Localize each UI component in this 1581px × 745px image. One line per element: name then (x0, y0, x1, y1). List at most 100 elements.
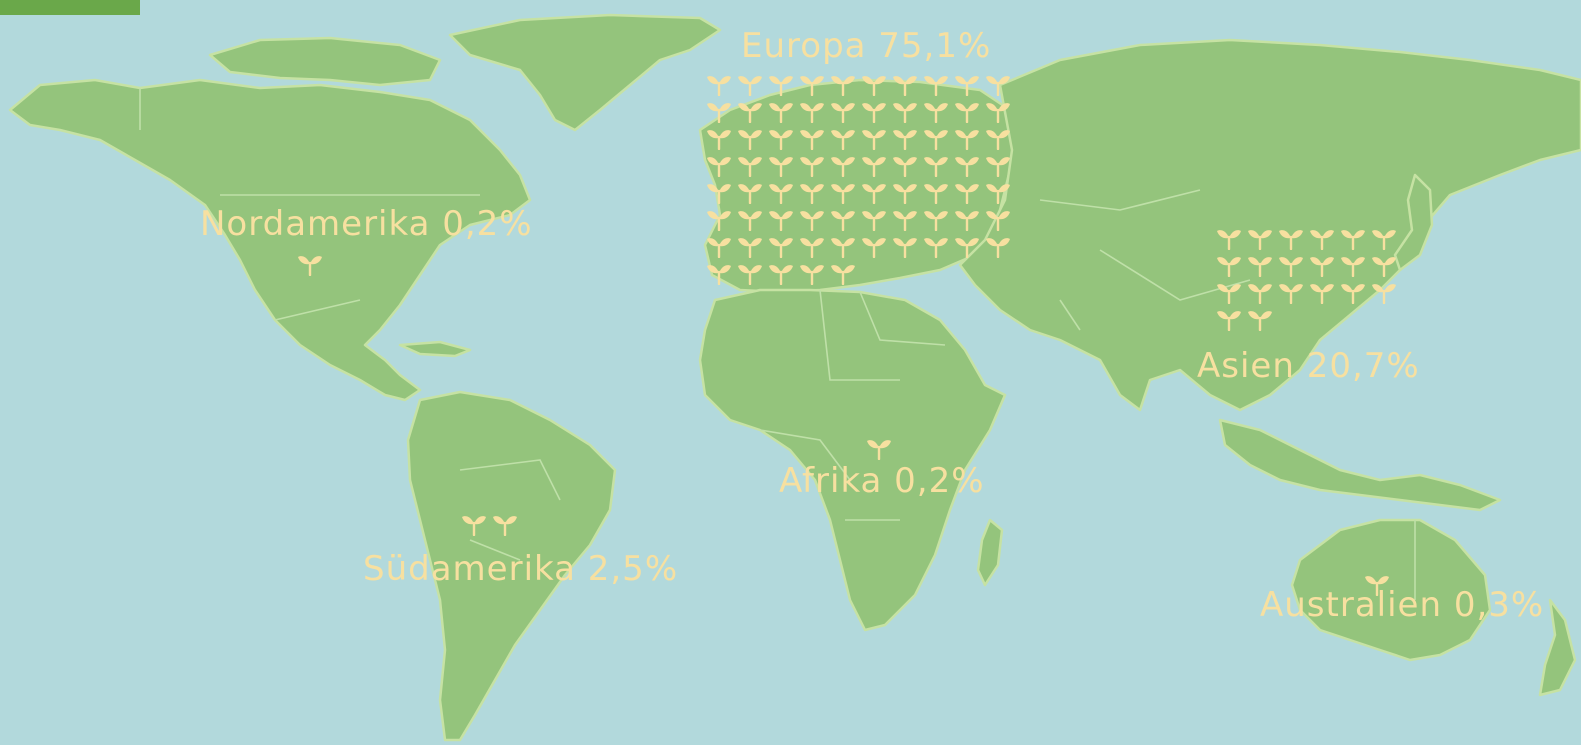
sprout-icon (830, 180, 861, 207)
sprout-icon (706, 99, 737, 126)
sprout-icon (799, 234, 830, 261)
sprout-icon (1216, 280, 1247, 307)
sprout-icon (1247, 226, 1278, 253)
sprout-icon (861, 72, 892, 99)
sprout-icon (768, 72, 799, 99)
sprout-icon (985, 234, 1016, 261)
sprout-icon (706, 72, 737, 99)
sprout-icon (923, 99, 954, 126)
region-label-australien: Australien 0,3% (1260, 585, 1545, 625)
corner-tab (0, 0, 140, 15)
sprout-icon (1309, 280, 1340, 307)
sprout-icon (768, 99, 799, 126)
region-label-asien: Asien 20,7% (1197, 346, 1420, 386)
sprout-icon (706, 126, 737, 153)
sprout-icon (1216, 307, 1247, 334)
sprout-icon (866, 436, 897, 463)
sprout-icon (297, 252, 328, 279)
arctic-islands-shape (208, 36, 442, 87)
sprout-icon (954, 234, 985, 261)
sprout-icon (954, 207, 985, 234)
sprout-icon (1247, 253, 1278, 280)
sprout-icon (706, 234, 737, 261)
sprout-icon (1278, 280, 1309, 307)
sprout-group-afrika (866, 436, 897, 463)
sprout-icon (830, 261, 861, 288)
sprout-icon (892, 153, 923, 180)
sprout-icon (1278, 253, 1309, 280)
sprout-icon (830, 99, 861, 126)
sprout-icon (768, 153, 799, 180)
sprout-icon (861, 153, 892, 180)
sprout-icon (985, 72, 1016, 99)
greenland-shape (448, 13, 722, 132)
south-america-shape (406, 390, 617, 742)
sprout-icon (923, 207, 954, 234)
north-america-shape (8, 78, 532, 402)
sprout-icon (799, 72, 830, 99)
africa-shape (698, 288, 1007, 632)
sprout-icon (768, 207, 799, 234)
sprout-icon (954, 126, 985, 153)
sprout-group-europa (706, 72, 1016, 288)
sprout-icon (923, 180, 954, 207)
sprout-group-suedamerika (461, 512, 523, 539)
sprout-icon (799, 207, 830, 234)
sprout-icon (1216, 226, 1247, 253)
sprout-icon (985, 180, 1016, 207)
sprout-icon (954, 99, 985, 126)
sprout-icon (830, 72, 861, 99)
sprout-icon (492, 512, 523, 539)
sprout-icon (892, 180, 923, 207)
sprout-icon (1340, 253, 1371, 280)
sprout-icon (1371, 280, 1402, 307)
sprout-icon (737, 207, 768, 234)
sprout-group-australien (1364, 572, 1395, 599)
sprout-icon (985, 126, 1016, 153)
sprout-icon (1340, 280, 1371, 307)
country-borders (139, 88, 1416, 600)
sprout-icon (985, 153, 1016, 180)
sprout-icon (923, 153, 954, 180)
sprout-icon (768, 261, 799, 288)
region-label-nordamerika: Nordamerika 0,2% (200, 204, 533, 244)
region-label-europa: Europa 75,1% (741, 26, 992, 66)
sprout-group-nordamerika (297, 252, 328, 279)
sprout-icon (768, 180, 799, 207)
sprout-icon (737, 72, 768, 99)
sprout-icon (923, 234, 954, 261)
sprout-icon (706, 261, 737, 288)
sprout-icon (892, 234, 923, 261)
sprout-icon (799, 153, 830, 180)
sprout-icon (768, 126, 799, 153)
sprout-icon (799, 261, 830, 288)
southeast-asia-islands-shape (1218, 418, 1502, 512)
sprout-icon (1340, 226, 1371, 253)
sprout-icon (985, 99, 1016, 126)
sprout-icon (830, 207, 861, 234)
sprout-icon (830, 153, 861, 180)
sprout-icon (737, 126, 768, 153)
sprout-icon (954, 180, 985, 207)
sprout-icon (706, 153, 737, 180)
sprout-icon (861, 99, 892, 126)
sprout-icon (737, 261, 768, 288)
sprout-icon (1364, 572, 1395, 599)
sprout-icon (768, 234, 799, 261)
sprout-icon (923, 72, 954, 99)
sprout-icon (1371, 226, 1402, 253)
sprout-icon (954, 153, 985, 180)
sprout-icon (1247, 280, 1278, 307)
sprout-icon (1309, 253, 1340, 280)
sprout-icon (861, 180, 892, 207)
new-zealand-shape (1538, 598, 1577, 697)
sprout-icon (737, 234, 768, 261)
sprout-icon (1309, 226, 1340, 253)
sprout-icon (830, 234, 861, 261)
sprout-icon (1371, 253, 1402, 280)
japan-shape (1393, 173, 1434, 272)
sprout-icon (954, 72, 985, 99)
sprout-icon (985, 207, 1016, 234)
